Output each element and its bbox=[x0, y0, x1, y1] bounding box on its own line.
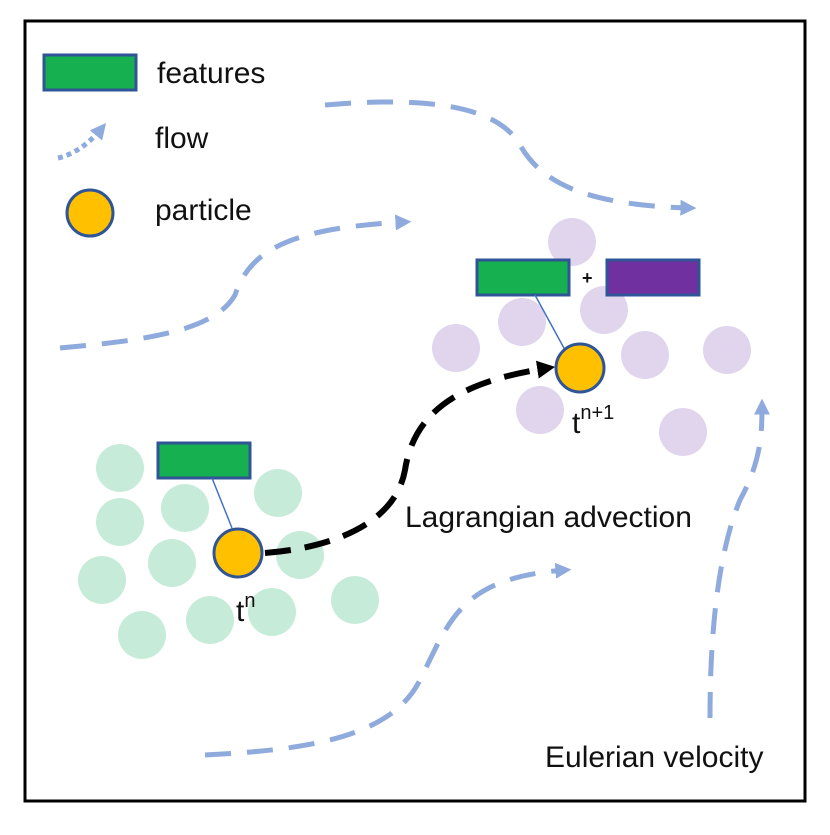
cloud-particle bbox=[254, 469, 302, 517]
legend-flow-label: flow bbox=[155, 122, 209, 155]
cloud-particle bbox=[276, 531, 324, 579]
feature-connector-n1 bbox=[534, 294, 566, 351]
cloud-particle bbox=[331, 576, 379, 624]
purple-particle-cloud bbox=[432, 218, 751, 456]
time-label-n1: tn+1 bbox=[572, 402, 614, 440]
feature-box-purple bbox=[605, 258, 701, 297]
time-label-n: tn bbox=[236, 590, 255, 628]
feature-box-green bbox=[475, 258, 571, 297]
cloud-particle bbox=[498, 298, 546, 346]
cloud-particle bbox=[516, 386, 564, 434]
cloud-particle bbox=[548, 218, 596, 266]
cloud-particle bbox=[96, 498, 144, 546]
particle-n1 bbox=[554, 342, 606, 394]
flow-arrow-left bbox=[59, 214, 412, 351]
particle-n bbox=[212, 527, 264, 579]
cloud-particle bbox=[248, 588, 296, 636]
advection-label: Lagrangian advection bbox=[405, 501, 692, 534]
legend-particle-label: particle bbox=[155, 194, 252, 227]
feature-connector-n bbox=[211, 477, 233, 529]
cloud-particle bbox=[78, 556, 126, 604]
eulerian-flow-lines bbox=[59, 99, 770, 758]
plus-sign: + bbox=[582, 268, 593, 288]
advection-path bbox=[264, 360, 556, 556]
green-particle-cloud bbox=[78, 444, 379, 659]
cloud-particle bbox=[161, 484, 209, 532]
flow-arrow-top bbox=[324, 99, 697, 216]
flow-arrow-bottom bbox=[204, 562, 572, 758]
cloud-particle bbox=[621, 331, 669, 379]
legend: features flow particle bbox=[42, 53, 265, 238]
cloud-particle bbox=[148, 539, 196, 587]
flow-arrow-right bbox=[707, 398, 770, 719]
legend-particle-icon bbox=[65, 188, 115, 238]
eulerian-label: Eulerian velocity bbox=[545, 741, 763, 774]
cloud-particle bbox=[96, 444, 144, 492]
cloud-particle bbox=[118, 611, 166, 659]
legend-features-label: features bbox=[157, 57, 265, 90]
cloud-particle bbox=[703, 326, 751, 374]
cloud-particle bbox=[432, 324, 480, 372]
frame-border bbox=[23, 19, 807, 803]
cloud-particle bbox=[580, 286, 628, 334]
legend-flow-arrow-icon bbox=[57, 123, 107, 161]
feature-box-n bbox=[156, 441, 252, 480]
legend-features-swatch bbox=[42, 53, 138, 92]
cloud-particle bbox=[186, 596, 234, 644]
cloud-particle bbox=[659, 408, 707, 456]
